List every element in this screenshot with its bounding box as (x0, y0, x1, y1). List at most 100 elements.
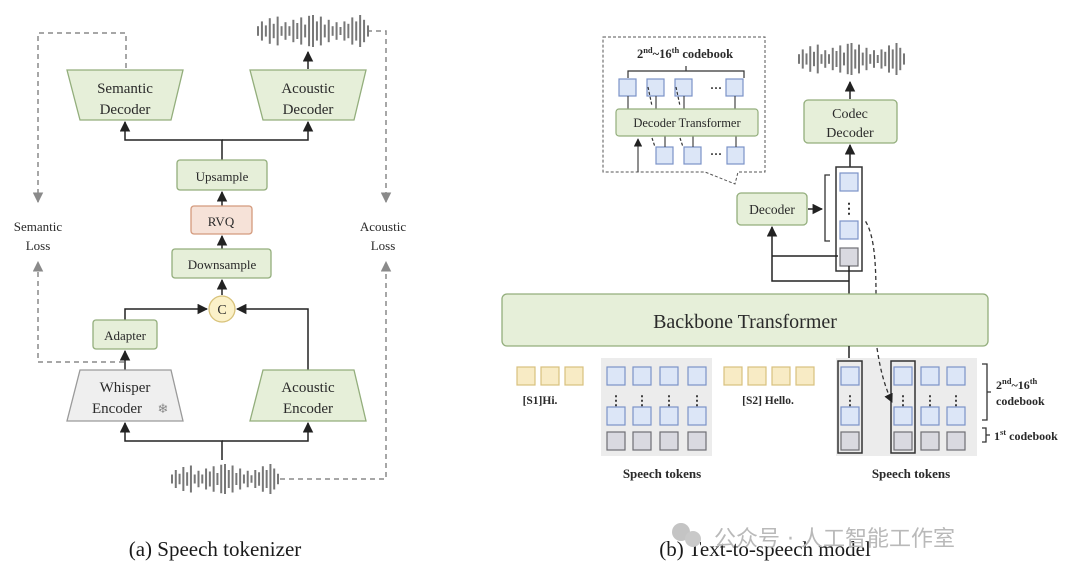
acoustic-encoder-line1: Acoustic (281, 380, 335, 396)
decoder-transformer-label: Decoder Transformer (633, 116, 741, 130)
upsample-split-arrows (119, 120, 314, 160)
dashed-feedback-arrow (863, 218, 877, 295)
inset-autoregressive-dashes (647, 86, 684, 148)
gray-token (632, 431, 652, 451)
downsample-label: Downsample (188, 257, 257, 272)
blue-token (655, 146, 674, 165)
text-token (795, 366, 815, 386)
upsample-label: Upsample (196, 169, 249, 184)
grid-2-highlight-col2 (890, 360, 916, 454)
wechat-icon-small (685, 531, 701, 547)
semantic-decoder-line1: Semantic (97, 81, 153, 97)
vertical-ellipsis: ⋮ (610, 393, 623, 408)
gray-token (606, 431, 626, 451)
blue-token (606, 406, 626, 426)
semantic-loss-dashed-path (32, 32, 127, 363)
brace-2-16 (982, 363, 991, 421)
output-waveform-icon (257, 15, 369, 47)
codebook-1st-label: 1st codebook (994, 427, 1058, 443)
gray-token (920, 431, 940, 451)
blue-token (659, 366, 679, 386)
text-tokens-s1 (516, 366, 584, 386)
semantic-decoder: Semantic Decoder (66, 69, 184, 121)
gray-token (839, 247, 859, 267)
decoder-transformer-box (615, 108, 759, 137)
backbone-output-lines (766, 225, 850, 294)
acoustic-decoder: Acoustic Decoder (249, 69, 367, 121)
text-token (771, 366, 791, 386)
output-token-column: ⋮ (835, 166, 863, 272)
blue-token (920, 366, 940, 386)
vertical-ellipsis: ⋮ (950, 393, 963, 408)
gray-token (946, 431, 966, 451)
watermark: 公众号 · 人工智能工作室 (672, 523, 955, 552)
whisper-encoder-line2: Encoder (92, 401, 142, 417)
input-waveform-icon (171, 464, 279, 494)
blue-token (946, 366, 966, 386)
text-token (540, 366, 560, 386)
decoder-block: Decoder (736, 192, 808, 226)
text-tokens-s2 (723, 366, 815, 386)
rvq-block: RVQ (190, 205, 253, 235)
text-token (516, 366, 536, 386)
blue-token (659, 406, 679, 426)
concat-input-arrows (124, 303, 309, 370)
blue-token (840, 406, 860, 426)
codebook-2-16-line2: codebook (996, 394, 1045, 408)
acoustic-decoder-line2: Decoder (283, 102, 334, 118)
codec-decoder-line2: Decoder (826, 126, 874, 141)
semantic-decoder-line2: Decoder (100, 102, 151, 118)
gray-token (893, 431, 913, 451)
codec-decoder-line1: Codec (832, 107, 868, 122)
blue-token (687, 406, 707, 426)
codebook-2-16-line1: 2nd~16th (996, 376, 1038, 392)
output-brace (824, 174, 830, 242)
inset-brace (627, 66, 745, 78)
gray-token (840, 431, 860, 451)
blue-token (632, 406, 652, 426)
output-waveform-icon (798, 43, 905, 75)
inset-bottom-ellipsis: ··· (710, 147, 722, 161)
speech-tokens-label-1: Speech tokens (623, 466, 701, 481)
blue-token (893, 406, 913, 426)
backbone-label: Backbone Transformer (653, 311, 837, 333)
vertical-ellipsis: ⋮ (844, 393, 857, 408)
blue-token (893, 366, 913, 386)
text-token-label-s2: [S2] Hello. (742, 395, 794, 407)
semantic-loss-line1: Semantic (14, 219, 63, 234)
panel-b-text-to-speech: 2nd~16th codebook Decoder Transformer ··… (501, 36, 1058, 561)
blue-token (606, 366, 626, 386)
blue-token (632, 366, 652, 386)
speech-tokens-label-2: Speech tokens (872, 466, 950, 481)
semantic-loss-line2: Loss (26, 238, 51, 253)
backbone-transformer: Backbone Transformer (501, 293, 989, 347)
vertical-ellipsis: ⋮ (924, 393, 937, 408)
text-token-label-s1: [S1]Hi. (523, 395, 558, 407)
blue-token (618, 78, 637, 97)
whisper-encoder-line1: Whisper (100, 380, 151, 396)
speech-token-grid-1: ⋮⋮⋮⋮ (606, 366, 707, 451)
acoustic-loss-line2: Loss (371, 238, 396, 253)
downsample-block: Downsample (171, 248, 272, 279)
brace-1st (982, 427, 990, 443)
input-split-arrows (119, 421, 314, 460)
text-token (747, 366, 767, 386)
blue-token (839, 172, 859, 192)
speech-token-grid-2: ⋮ ⋮ ⋮ ⋮ (840, 366, 966, 451)
text-token (564, 366, 584, 386)
upsample-block: Upsample (176, 159, 268, 191)
blue-token (840, 366, 860, 386)
vertical-ellipsis: ⋮ (691, 393, 704, 408)
decoder-inset: 2nd~16th codebook Decoder Transformer ··… (602, 36, 766, 185)
blue-token (946, 406, 966, 426)
panel-a-speech-tokenizer: Semantic Decoder Acoustic Decoder Upsamp… (14, 15, 406, 561)
acoustic-loss-line1: Acoustic (360, 219, 406, 234)
decoder-label: Decoder (749, 202, 795, 217)
gray-token (659, 431, 679, 451)
vertical-ellipsis: ⋮ (897, 393, 910, 408)
blue-token (920, 406, 940, 426)
vertical-ellipsis: ⋮ (663, 393, 676, 408)
blue-token (726, 146, 745, 165)
adapter-block: Adapter (92, 319, 158, 350)
